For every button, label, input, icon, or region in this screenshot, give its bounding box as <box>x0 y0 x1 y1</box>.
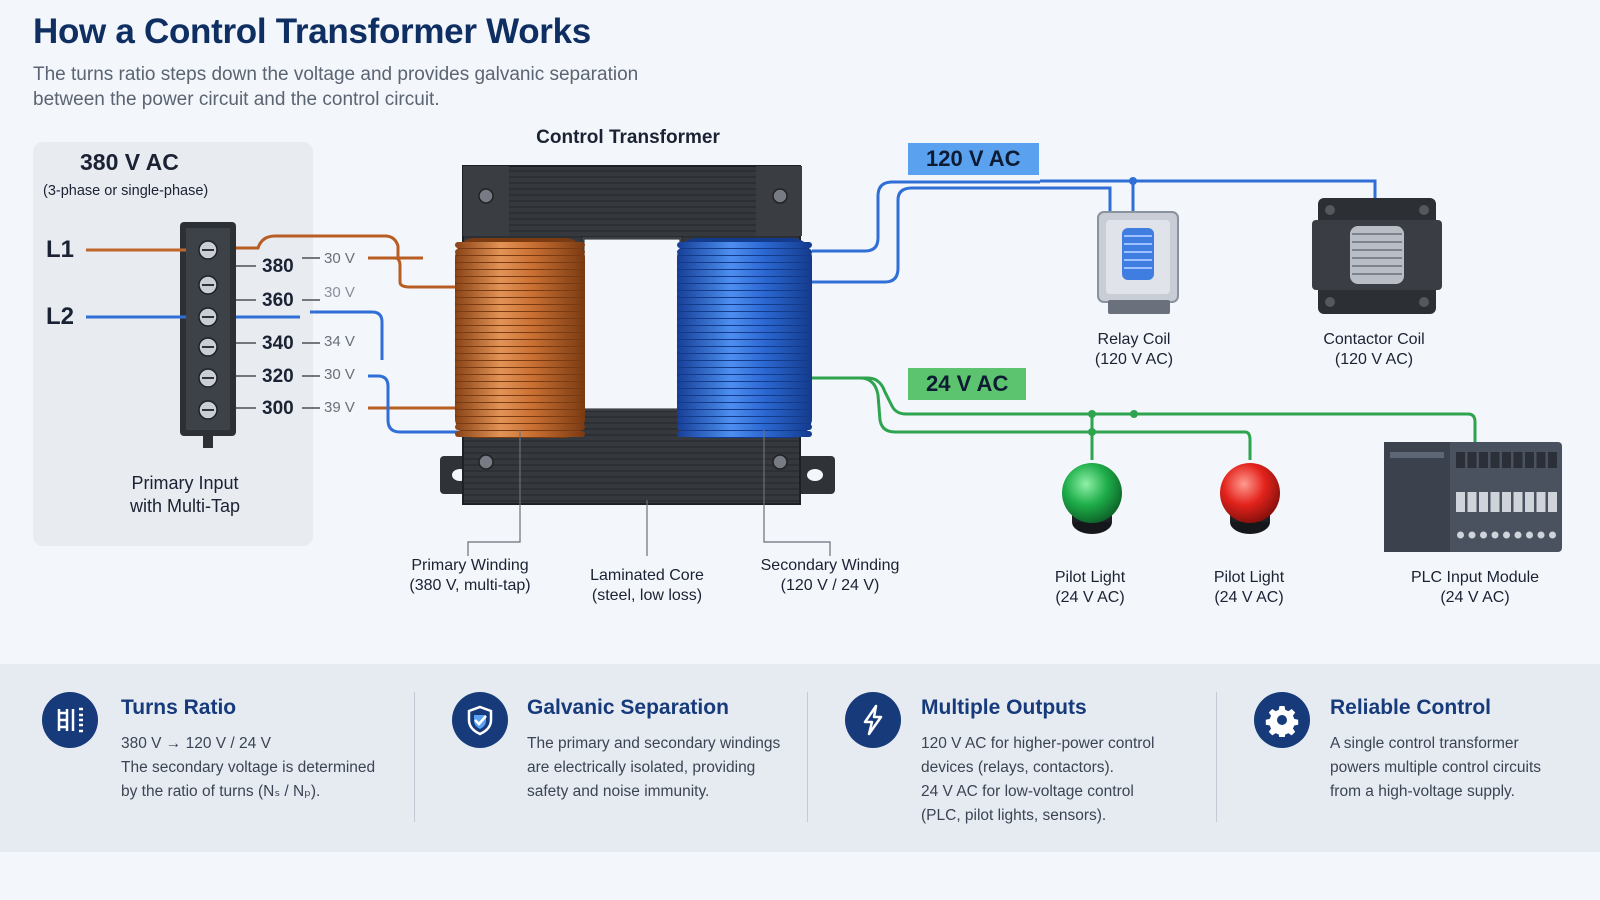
transformer-title: Control Transformer <box>536 127 720 148</box>
plc-module-sub: (24 V AC) <box>1440 589 1510 606</box>
feature-line: 120 V AC for higher-power control <box>921 735 1155 752</box>
page-title: How a Control Transformer Works <box>33 12 591 51</box>
tap-320: 320 <box>262 366 294 387</box>
output-120v-badge: 120 V AC <box>908 143 1039 175</box>
relay-coil-label: Relay Coil <box>1097 331 1171 348</box>
phase-note: (3-phase or single-phase) <box>43 183 209 199</box>
feature-line: The primary and secondary windings <box>527 735 781 752</box>
output-24v-badge: 24 V AC <box>908 368 1027 400</box>
input-caption-1: Primary Input <box>131 473 239 493</box>
terminal-block <box>180 222 236 448</box>
core-sub: (steel, low loss) <box>591 587 703 604</box>
tap-360: 360 <box>262 290 294 311</box>
input-panel <box>33 142 313 546</box>
pilot-light-green-sub: (24 V AC) <box>1055 589 1125 606</box>
feature-line: The secondary voltage is determined <box>121 759 376 776</box>
transformer-diagram <box>86 165 1562 556</box>
input-voltage: 380 V AC <box>80 149 179 175</box>
feature-title: Turns Ratio <box>121 696 237 719</box>
feature-line: safety and noise immunity. <box>527 783 710 800</box>
features-strip: Turns Ratio 380 V → 120 V / 24 V The sec… <box>0 664 1600 852</box>
page-subtitle: The turns ratio steps down the voltage a… <box>33 64 639 110</box>
l1-label: L1 <box>46 236 75 263</box>
pilot-light-green <box>1062 463 1122 534</box>
feature-title: Multiple Outputs <box>921 696 1087 719</box>
tap-wire-label: 30 V <box>324 284 355 301</box>
tap-wire-label: 34 V <box>324 333 355 350</box>
pilot-light-green-label: Pilot Light <box>1054 569 1126 586</box>
pilot-light-red-sub: (24 V AC) <box>1214 589 1284 606</box>
coil-icon <box>42 692 98 748</box>
plc-module-label: PLC Input Module <box>1410 569 1540 586</box>
tap-300: 300 <box>262 398 294 419</box>
secondary-winding-label: Secondary Winding <box>760 557 900 574</box>
primary-winding-label: Primary Winding <box>411 557 529 574</box>
feature-line: 24 V AC for low-voltage control <box>921 783 1134 800</box>
feature-line: A single control transformer <box>1330 735 1519 752</box>
secondary-winding-sub: (120 V / 24 V) <box>780 577 880 594</box>
relay-coil <box>1097 211 1179 314</box>
tap-wire-label: 30 V <box>324 366 355 383</box>
feature-line: by the ratio of turns (Nₛ / Nₚ). <box>121 783 321 800</box>
tap-340: 340 <box>262 333 294 354</box>
core-label: Laminated Core <box>590 567 704 584</box>
feature-line: powers multiple control circuits <box>1330 759 1542 776</box>
contactor-coil <box>1312 198 1442 314</box>
feature-line: from a high-voltage supply. <box>1330 783 1515 800</box>
gear-icon <box>1254 692 1310 748</box>
l2-label: L2 <box>46 303 75 330</box>
feature-title: Reliable Control <box>1330 696 1492 719</box>
pilot-light-red-label: Pilot Light <box>1213 569 1285 586</box>
shield-icon <box>452 692 508 748</box>
feature-line: devices (relays, contactors). <box>921 759 1114 776</box>
primary-winding <box>455 238 585 438</box>
feature-line: are electrically isolated, providing <box>527 759 756 776</box>
contactor-coil-sub: (120 V AC) <box>1334 351 1414 368</box>
feature-line: (PLC, pilot lights, sensors). <box>921 807 1107 824</box>
primary-winding-sub: (380 V, multi-tap) <box>409 577 531 594</box>
relay-coil-sub: (120 V AC) <box>1094 351 1174 368</box>
secondary-winding <box>677 238 812 438</box>
contactor-coil-label: Contactor Coil <box>1323 331 1425 348</box>
tap-wire-label: 30 V <box>324 250 355 267</box>
plc-input-module <box>1384 442 1562 552</box>
feature-line: 380 V → 120 V / 24 V <box>121 735 271 752</box>
tap-380: 380 <box>262 256 294 277</box>
pilot-light-red <box>1220 463 1280 534</box>
tap-wire-label: 39 V <box>324 399 355 416</box>
input-caption-2: with Multi-Tap <box>129 496 241 516</box>
feature-title: Galvanic Separation <box>527 696 729 719</box>
lightning-icon <box>845 692 901 748</box>
